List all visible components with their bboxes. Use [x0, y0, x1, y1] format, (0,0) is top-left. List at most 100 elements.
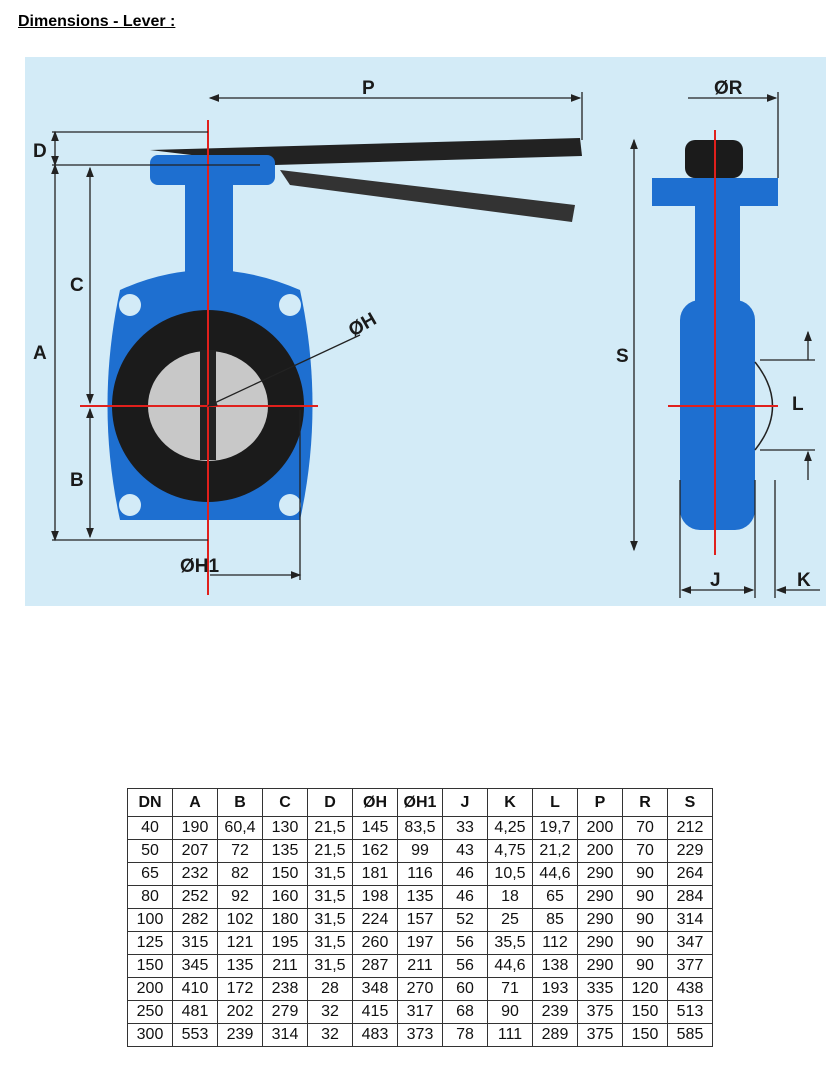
table-cell: 70: [622, 839, 668, 863]
table-cell: 31,5: [307, 908, 353, 932]
table-cell: 145: [352, 816, 398, 840]
table-cell: 317: [397, 1000, 443, 1024]
label-j: J: [710, 570, 721, 591]
table-cell: 264: [667, 862, 713, 886]
column-header: P: [577, 788, 623, 817]
table-cell: 162: [352, 839, 398, 863]
label-d: D: [33, 141, 47, 162]
table-cell: 289: [532, 1023, 578, 1047]
table-cell: 375: [577, 1023, 623, 1047]
table-cell: 195: [262, 931, 308, 955]
table-cell: 202: [217, 1000, 263, 1024]
table-cell: 82: [217, 862, 263, 886]
page-title: Dimensions - Lever :: [18, 13, 176, 30]
table-cell: 287: [352, 954, 398, 978]
table-cell: 4,75: [487, 839, 533, 863]
table-cell: 410: [172, 977, 218, 1001]
column-header: DN: [127, 788, 173, 817]
column-header: J: [442, 788, 488, 817]
table-cell: 80: [127, 885, 173, 909]
table-cell: 60: [442, 977, 488, 1001]
table-cell: 31,5: [307, 954, 353, 978]
table-cell: 197: [397, 931, 443, 955]
table-cell: 314: [262, 1023, 308, 1047]
table-cell: 211: [397, 954, 443, 978]
table-cell: 120: [622, 977, 668, 1001]
table-cell: 345: [172, 954, 218, 978]
table-cell: 50: [127, 839, 173, 863]
table-cell: 415: [352, 1000, 398, 1024]
label-s: S: [616, 346, 629, 367]
table-cell: 116: [397, 862, 443, 886]
table-cell: 135: [397, 885, 443, 909]
table-cell: 90: [622, 954, 668, 978]
table-cell: 78: [442, 1023, 488, 1047]
table-cell: 125: [127, 931, 173, 955]
table-cell: 315: [172, 931, 218, 955]
table-cell: 100: [127, 908, 173, 932]
label-l: L: [792, 394, 804, 415]
table-cell: 83,5: [397, 816, 443, 840]
column-header: S: [667, 788, 713, 817]
table-cell: 193: [532, 977, 578, 1001]
table-cell: 150: [262, 862, 308, 886]
table-cell: 348: [352, 977, 398, 1001]
table-cell: 44,6: [487, 954, 533, 978]
table-cell: 239: [217, 1023, 263, 1047]
table-cell: 238: [262, 977, 308, 1001]
table-cell: 33: [442, 816, 488, 840]
table-cell: 314: [667, 908, 713, 932]
table-cell: 31,5: [307, 862, 353, 886]
column-header: R: [622, 788, 668, 817]
table-cell: 90: [622, 908, 668, 932]
column-header: K: [487, 788, 533, 817]
table-cell: 513: [667, 1000, 713, 1024]
table-cell: 32: [307, 1000, 353, 1024]
table-cell: 10,5: [487, 862, 533, 886]
table-cell: 70: [622, 816, 668, 840]
table-cell: 290: [577, 908, 623, 932]
label-r: ØR: [714, 78, 743, 99]
valve-diagram: D A C B P ØH ØH1 ØR S L J K: [33, 78, 820, 598]
table-cell: 90: [622, 931, 668, 955]
table-cell: 553: [172, 1023, 218, 1047]
table-cell: 46: [442, 862, 488, 886]
table-cell: 130: [262, 816, 308, 840]
dimension-lines: [51, 92, 820, 598]
table-cell: 481: [172, 1000, 218, 1024]
table-cell: 150: [127, 954, 173, 978]
table-cell: 373: [397, 1023, 443, 1047]
table-cell: 35,5: [487, 931, 533, 955]
label-b: B: [70, 470, 84, 491]
table-cell: 21,5: [307, 816, 353, 840]
table-cell: 46: [442, 885, 488, 909]
label-c: C: [70, 275, 84, 296]
column-header: ØH: [352, 788, 398, 817]
table-cell: 279: [262, 1000, 308, 1024]
table-cell: 31,5: [307, 931, 353, 955]
column-header: C: [262, 788, 308, 817]
label-h1: ØH1: [180, 556, 220, 577]
label-h: ØH: [345, 309, 380, 341]
table-cell: 90: [487, 1000, 533, 1024]
table-cell: 207: [172, 839, 218, 863]
table-cell: 102: [217, 908, 263, 932]
table-cell: 190: [172, 816, 218, 840]
table-cell: 121: [217, 931, 263, 955]
table-cell: 85: [532, 908, 578, 932]
table-cell: 290: [577, 931, 623, 955]
table-cell: 180: [262, 908, 308, 932]
table-cell: 335: [577, 977, 623, 1001]
table-cell: 157: [397, 908, 443, 932]
table-cell: 211: [262, 954, 308, 978]
table-cell: 135: [262, 839, 308, 863]
table-cell: 112: [532, 931, 578, 955]
table-cell: 65: [532, 885, 578, 909]
table-cell: 200: [127, 977, 173, 1001]
table-cell: 585: [667, 1023, 713, 1047]
